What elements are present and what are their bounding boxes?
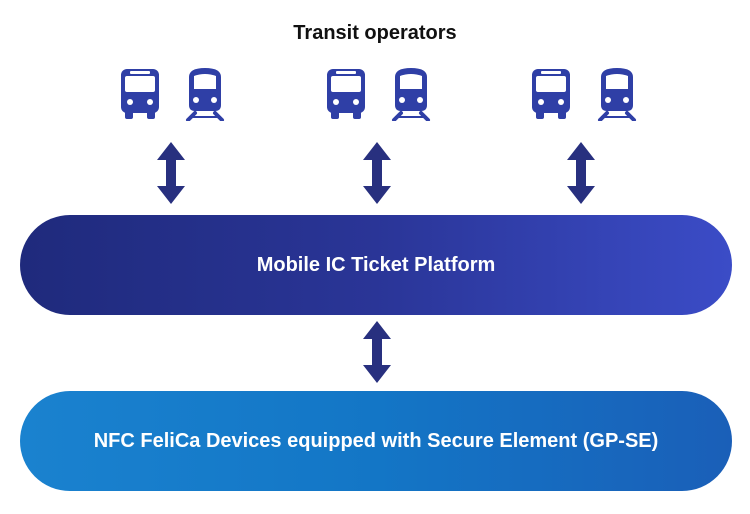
nfc-felica-devices: NFC FeliCa Devices equipped with Secure … — [20, 391, 732, 491]
platform-label: Mobile IC Ticket Platform — [256, 253, 496, 276]
devices-label: NFC FeliCa Devices equipped with Secure … — [93, 429, 659, 452]
bus-icon — [532, 69, 570, 119]
train-icon — [392, 68, 430, 121]
bus-icon — [327, 69, 365, 119]
bus-icon — [121, 69, 159, 119]
double-arrow-icon — [567, 142, 595, 204]
double-arrow-icon — [363, 142, 391, 204]
train-icon — [598, 68, 636, 121]
double-arrow-icon — [363, 321, 391, 383]
double-arrow-icon — [157, 142, 185, 204]
mobile-ic-ticket-platform: Mobile IC Ticket Platform — [20, 215, 732, 315]
train-icon — [186, 68, 224, 121]
diagram-title: Transit operators — [293, 22, 457, 44]
